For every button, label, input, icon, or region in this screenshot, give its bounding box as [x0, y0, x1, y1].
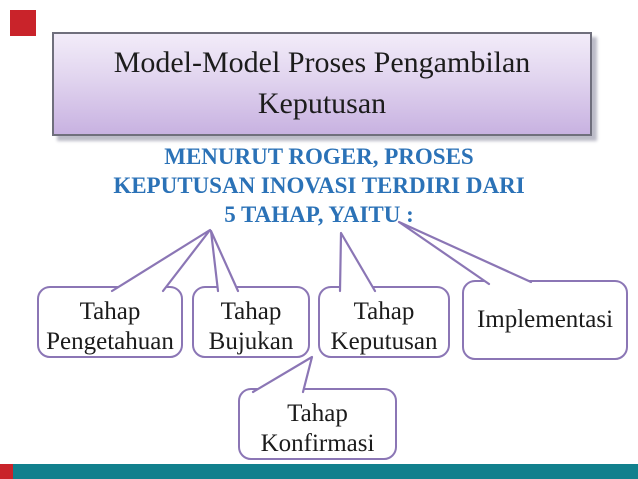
stage-box-implementasi: Implementasi [462, 280, 628, 360]
stage-box-konfirmasi: Tahap Konfirmasi [238, 388, 397, 460]
callout-tail-konfirmasi [251, 355, 314, 394]
stage-box-pengetahuan: Tahap Pengetahuan [37, 286, 183, 358]
stage-label-line: Tahap [220, 298, 282, 325]
stage-box-keputusan: Tahap Keputusan [318, 286, 450, 358]
stage-label-line: Keputusan [330, 328, 438, 355]
progress-bar[interactable] [0, 464, 638, 479]
stage-label-line: Tahap [353, 298, 415, 325]
callout-tail-implementasi [397, 220, 533, 286]
stage-label-line: Pengetahuan [46, 328, 174, 355]
subtitle-line-2: KEPUTUSAN INOVASI TERDIRI DARI [113, 173, 525, 198]
subtitle-line-3: 5 TAHAP, YAITU : [224, 202, 414, 227]
stage-label-line: Tahap [79, 298, 141, 325]
slide-title-line-2: Keputusan [257, 87, 387, 120]
subtitle-line-1: MENURUT ROGER, PROSES [164, 144, 474, 169]
progress-marker [0, 464, 13, 479]
subtitle-text: MENURUT ROGER, PROSES KEPUTUSAN INOVASI … [57, 142, 581, 229]
record-marker-icon [10, 10, 36, 36]
slide-title-line-1: Model-Model Proses Pengambilan [113, 46, 531, 79]
callout-tail-keputusan [338, 231, 377, 293]
stage-box-bujukan: Tahap Bujukan [192, 286, 310, 358]
callout-tail-pengetahuan [110, 228, 212, 293]
stage-label-line: Konfirmasi [260, 430, 375, 457]
stage-label-line: Tahap [287, 400, 348, 427]
title-box: Model-Model Proses Pengambilan Keputusan [52, 32, 592, 136]
callout-tail-bujukan [209, 229, 240, 293]
stage-label-line: Implementasi [476, 306, 614, 333]
stage-label-line: Bujukan [208, 328, 294, 355]
